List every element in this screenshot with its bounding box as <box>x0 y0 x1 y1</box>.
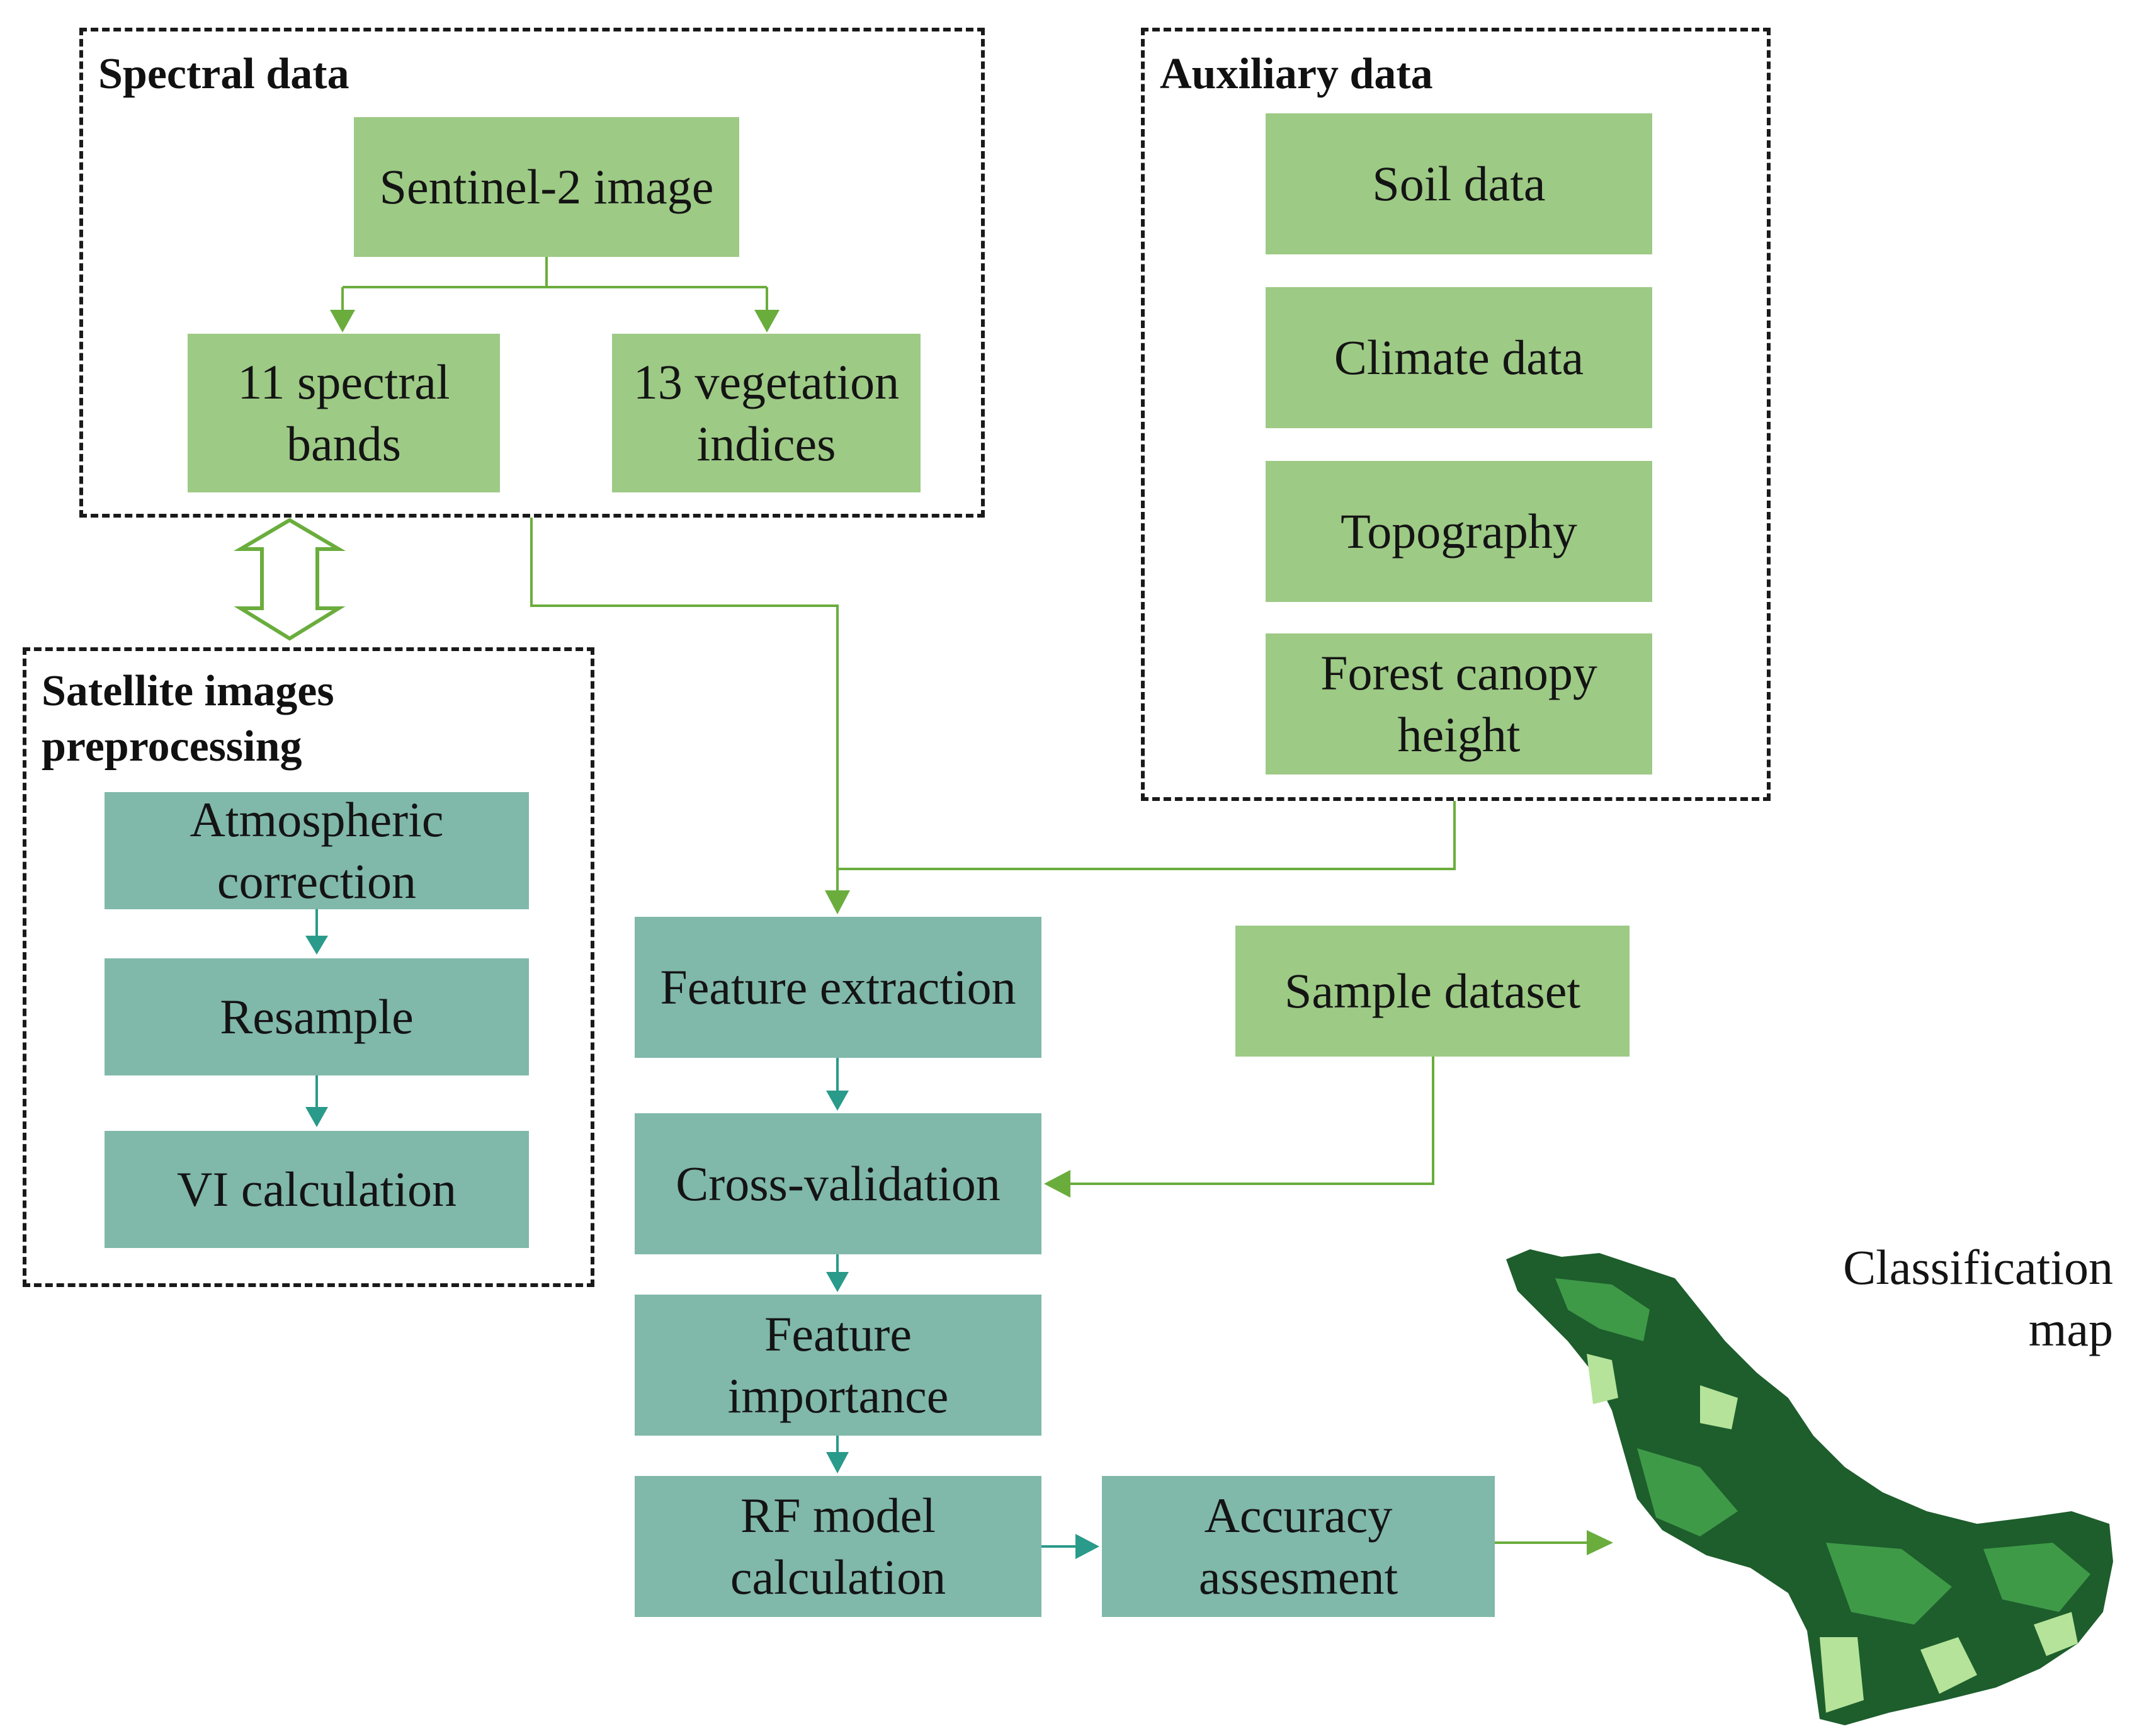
map-mid-patch-2 <box>1637 1448 1738 1536</box>
map-mid-patch-4 <box>1983 1543 2090 1612</box>
arrow-to-spectral-bands <box>330 310 355 332</box>
cross-validation-box: Cross-validation <box>635 1113 1041 1254</box>
arrow-to-resample <box>305 936 328 955</box>
topography-box: Topography <box>1266 461 1652 602</box>
soil-data-box: Soil data <box>1266 113 1652 254</box>
rf-model-calculation-box: RF model calculation <box>635 1476 1041 1617</box>
spectral-data-title: Spectral data <box>98 50 349 98</box>
resample-box: Resample <box>105 958 529 1075</box>
forest-canopy-height-box: Forest canopy height <box>1266 633 1652 774</box>
sample-to-cross-validation-connector <box>1068 1057 1434 1185</box>
auxiliary-to-feature-connector <box>837 801 1456 870</box>
climate-data-box: Climate data <box>1266 287 1652 428</box>
map-light-patch-3 <box>1920 1637 1977 1694</box>
arrow-to-accuracy <box>1075 1534 1099 1559</box>
sample-dataset-box: Sample dataset <box>1235 926 1630 1057</box>
map-mid-patch-3 <box>1826 1543 1952 1625</box>
vi-calculation-box: VI calculation <box>105 1131 529 1248</box>
map-region-outline <box>1506 1249 2113 1725</box>
map-light-patch-5 <box>2034 1612 2078 1656</box>
arrow-to-vegetation-indices <box>754 310 780 332</box>
atmospheric-correction-box: Atmospheric correction <box>105 792 529 909</box>
feature-importance-box: Feature importance <box>635 1295 1041 1436</box>
arrow-to-rf-model <box>826 1452 849 1473</box>
vegetation-indices-box: 13 vegetation indices <box>612 334 921 492</box>
map-light-patch-1 <box>1587 1354 1618 1404</box>
arrow-to-cross-validation-down <box>826 1091 849 1111</box>
arrow-to-feature-importance <box>826 1272 849 1292</box>
sentinel-2-image-box: Sentinel-2 image <box>354 117 739 257</box>
spectral-bands-box: 11 spectral bands <box>188 334 500 492</box>
map-light-patch-2 <box>1820 1637 1864 1713</box>
auxiliary-data-group <box>1141 28 1771 801</box>
double-headed-arrow <box>234 518 346 641</box>
classification-map-image <box>1506 1249 2113 1725</box>
spectral-to-feature-connector <box>530 518 839 892</box>
map-mid-patch-1 <box>1555 1278 1650 1341</box>
arrow-to-classification-map <box>1587 1530 1613 1555</box>
arrow-to-vi-calculation <box>305 1107 328 1127</box>
feature-extraction-box: Feature extraction <box>635 917 1041 1058</box>
sentinel-split-connector <box>341 257 768 312</box>
arrow-to-feature-extraction <box>825 890 850 914</box>
spectral-data-group <box>79 28 985 518</box>
arrow-to-cross-validation <box>1044 1170 1070 1198</box>
auxiliary-data-title: Auxiliary data <box>1160 50 1433 98</box>
preprocessing-title: Satellite images preprocessing <box>42 667 334 771</box>
preprocessing-group <box>23 647 594 1287</box>
classification-map-caption: Classification map <box>1843 1240 2113 1356</box>
accuracy-assessment-box: Accuracy assesment <box>1102 1476 1495 1617</box>
map-light-patch-4 <box>1700 1385 1738 1429</box>
